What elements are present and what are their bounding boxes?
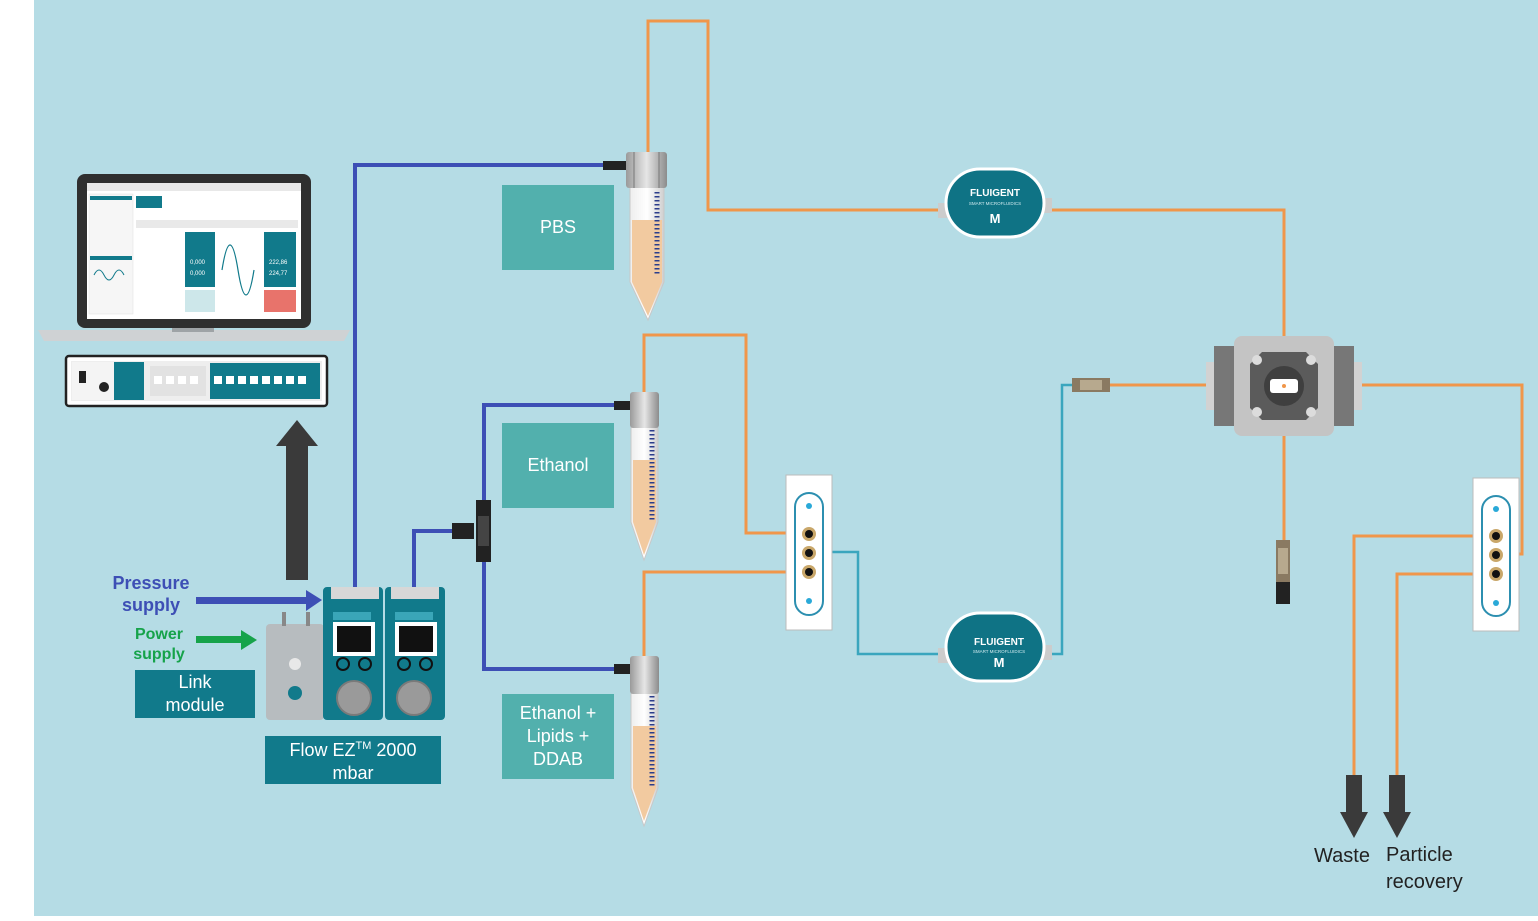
flow-unit-bottom: FLUIGENT SMART MICROFLUIDICS M [938, 611, 1052, 683]
laptop-reading-2: 0,000 [190, 271, 206, 277]
flow-unit-top-size: M [990, 211, 1001, 226]
laptop-reading-4: 224,77 [269, 271, 288, 277]
mixing-chip [785, 474, 833, 631]
flow-ez-tm: TM [355, 740, 372, 752]
liquid-lines [642, 19, 1524, 775]
inline-fitting-vertical [1276, 540, 1290, 604]
flow-unit-bottom-size: M [994, 655, 1005, 670]
tube-pbs [603, 152, 667, 322]
tube-ethanol [614, 392, 659, 562]
flow-unit-top-brand: FLUIGENT [970, 188, 1020, 199]
laptop-reading-1: 0,000 [190, 260, 206, 266]
flow-unit-bottom-tagline: SMART MICROFLUIDICS [973, 649, 1025, 654]
waste-arrow [1340, 775, 1368, 838]
power-supply-label: Power supply [133, 626, 185, 663]
pressure-supply-label: Pressure supply [112, 573, 190, 615]
flow-ez-pressure: 2000 [371, 740, 417, 760]
inline-fitting-horizontal [1072, 378, 1110, 392]
flow-ez-name: Flow EZ [289, 740, 356, 760]
flow-unit-top: FLUIGENT SMART MICROFLUIDICS M [938, 167, 1052, 239]
link-rack [64, 354, 329, 408]
t-junction [452, 500, 491, 562]
waste-label: Waste [1314, 845, 1370, 867]
flow-ez-label: Flow EZTM 2000 mbar [265, 736, 441, 784]
flow-unit-bottom-brand: FLUIGENT [974, 637, 1024, 648]
flow-ez-device-2 [385, 587, 445, 720]
link-module-label: Link module [135, 670, 255, 718]
particle-arrow [1383, 775, 1411, 838]
power-supply-arrow [196, 630, 257, 650]
mix-outlet-line [808, 383, 1072, 656]
flow-ez-device-1 [323, 587, 383, 720]
tube-lipids [614, 656, 659, 828]
reservoir-lipids-label: Ethanol + Lipids + DDAB [502, 694, 614, 779]
flow-unit-top-tagline: SMART MICROFLUIDICS [969, 201, 1021, 206]
flow-ez-unit: mbar [332, 763, 374, 783]
laptop: 0,000 0,000 222,86 224,77 [38, 174, 350, 341]
link-module-device [266, 612, 324, 720]
cross-valve [1206, 336, 1362, 436]
laptop-reading-3: 222,86 [269, 260, 288, 266]
pressure-supply-arrow [196, 590, 322, 611]
pressure-lines [353, 163, 614, 671]
particle-recovery-label: Particle recovery [1386, 844, 1463, 893]
collection-chip [1472, 477, 1520, 632]
reservoir-ethanol-label: Ethanol [502, 423, 614, 508]
data-up-arrow [276, 420, 318, 580]
background-panel [34, 0, 1538, 916]
reservoir-pbs-label: PBS [502, 185, 614, 270]
